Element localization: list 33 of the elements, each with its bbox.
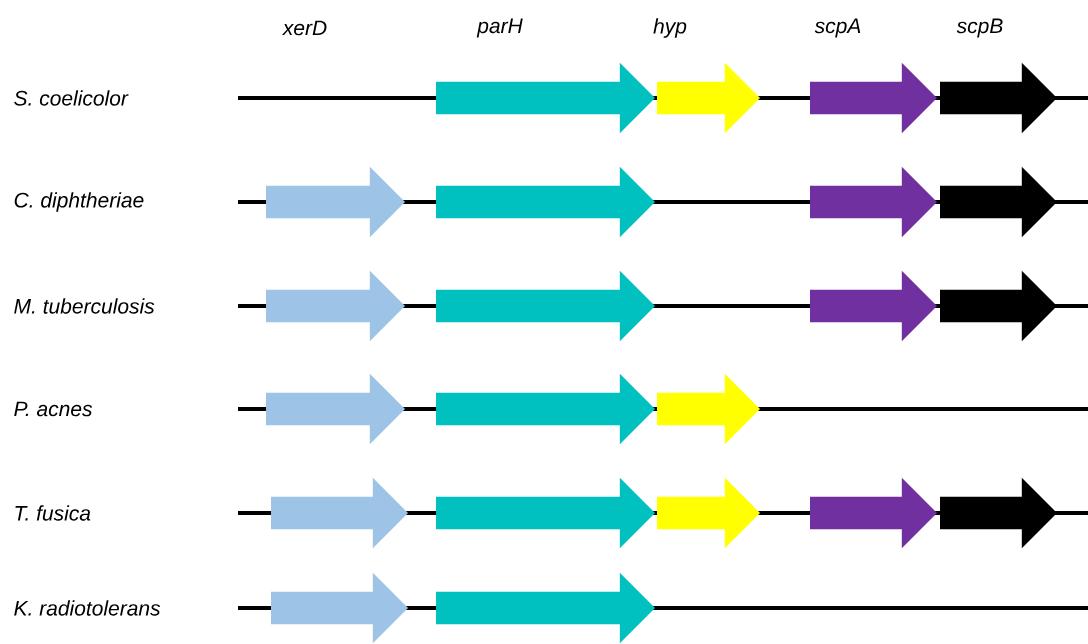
gene-symbol [657, 373, 760, 445]
gene-symbol [940, 62, 1057, 134]
species-name: T. fusica [15, 505, 91, 521]
gene-symbol [810, 62, 937, 134]
gene-symbol [436, 62, 655, 134]
gene-symbol [266, 373, 405, 445]
species-name: P. acnes [14, 401, 93, 417]
gene-symbol [271, 477, 408, 549]
gene-name: xerD [282, 20, 327, 36]
gene-symbol [271, 572, 408, 644]
species-name: C. diphtheriae [14, 192, 144, 212]
gene-symbol [940, 270, 1057, 342]
species-name: S. coelicolor [14, 90, 129, 106]
gene-symbol [436, 477, 655, 549]
gene-symbol [436, 373, 655, 445]
gene-symbol [940, 166, 1057, 238]
gene-symbol [810, 166, 937, 238]
gene-name: parH [476, 18, 523, 38]
gene-symbol [810, 477, 937, 549]
gene-symbol [436, 270, 655, 342]
gene-symbol [810, 270, 937, 342]
gene-symbol [657, 62, 760, 134]
gene-name: scpB [956, 18, 1003, 38]
gene-symbol [436, 572, 655, 644]
gene-name: hyp [653, 18, 687, 38]
gene-symbol [436, 166, 655, 238]
gene-name: scpA [814, 18, 861, 38]
gene-symbol [657, 477, 760, 549]
gene-symbol [266, 270, 405, 342]
gene-symbol [940, 477, 1057, 549]
species-name: K. radiotolerans [14, 600, 161, 616]
species-name: M. tuberculosis [14, 298, 155, 314]
gene-symbol [266, 166, 405, 238]
